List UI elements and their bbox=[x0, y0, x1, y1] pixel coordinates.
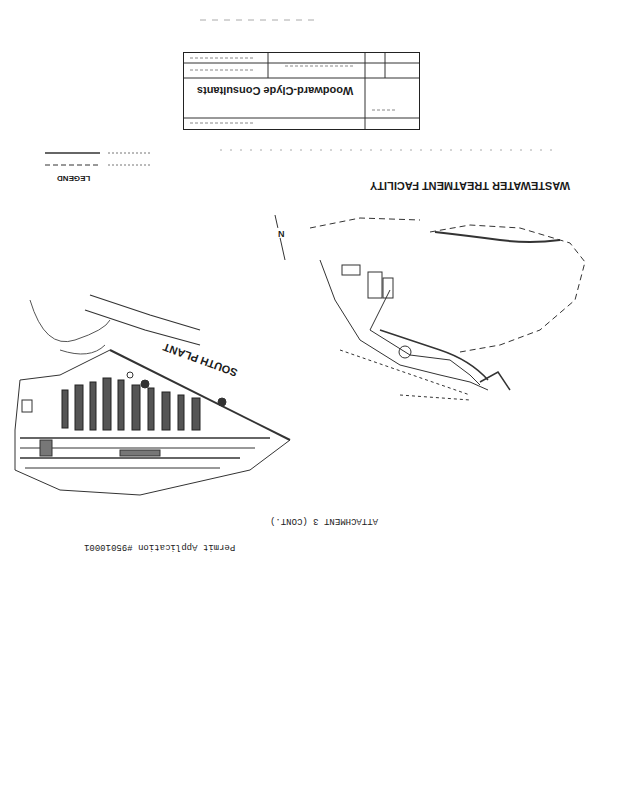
firm-name: Woodward-Clyde Consultants bbox=[191, 84, 359, 97]
facility-name: WASTEWATER TREATMENT FACILITY bbox=[368, 180, 572, 192]
permit-number: Permit Application #95010001 bbox=[82, 541, 237, 551]
north-arrow: N bbox=[276, 228, 287, 238]
plant-name: SOUTH PLANT bbox=[159, 340, 240, 379]
legend-heading: LEGEND bbox=[55, 173, 92, 182]
title-block: Woodward-Clyde Consultants bbox=[183, 52, 420, 130]
attachment-note: ATTACHMENT 3 (CONT.) bbox=[268, 515, 380, 525]
